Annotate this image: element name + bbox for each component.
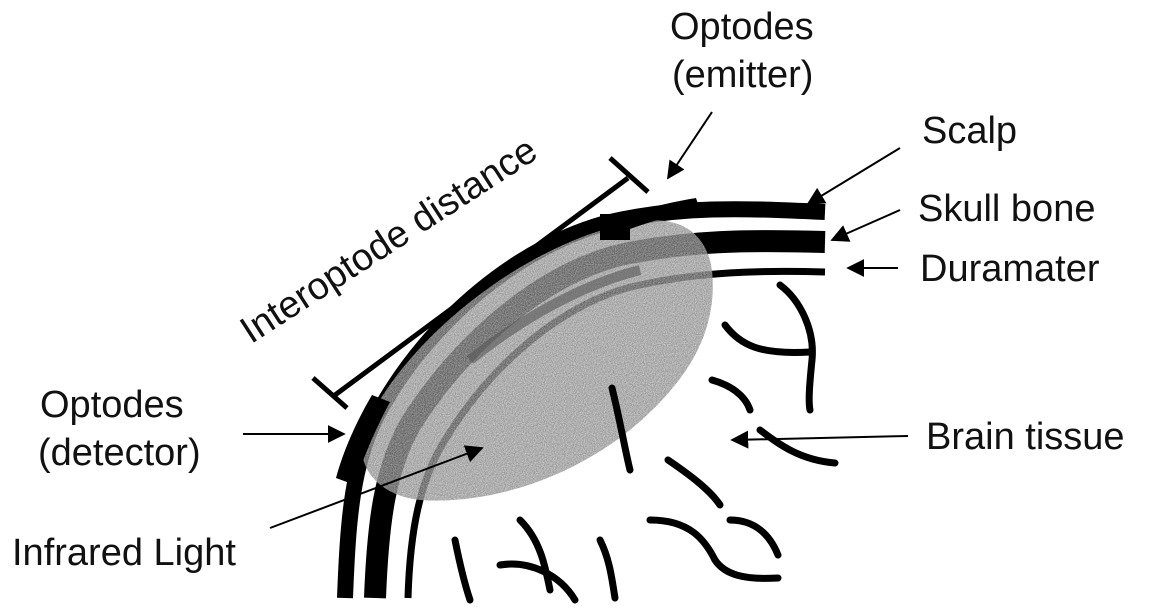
emitter-label-line2: (emitter) <box>672 52 813 98</box>
duramater-label: Duramater <box>920 246 1100 292</box>
skull-bone-label: Skull bone <box>918 186 1095 232</box>
infrared-light-region <box>362 220 713 500</box>
detector-label-line2: (detector) <box>38 430 201 476</box>
scalp-label: Scalp <box>922 108 1017 154</box>
arrow-skull-bone <box>832 210 900 240</box>
emitter-label-line1: Optodes <box>670 4 814 50</box>
emitter-optode-pad <box>600 214 630 240</box>
infrared-light-label: Infrared Light <box>12 530 236 576</box>
arrow-scalp <box>808 148 900 204</box>
arrow-emitter <box>668 112 712 178</box>
detector-label-line1: Optodes <box>40 382 184 428</box>
brain-tissue-label: Brain tissue <box>926 414 1125 460</box>
arrow-brain-tissue <box>732 436 908 440</box>
